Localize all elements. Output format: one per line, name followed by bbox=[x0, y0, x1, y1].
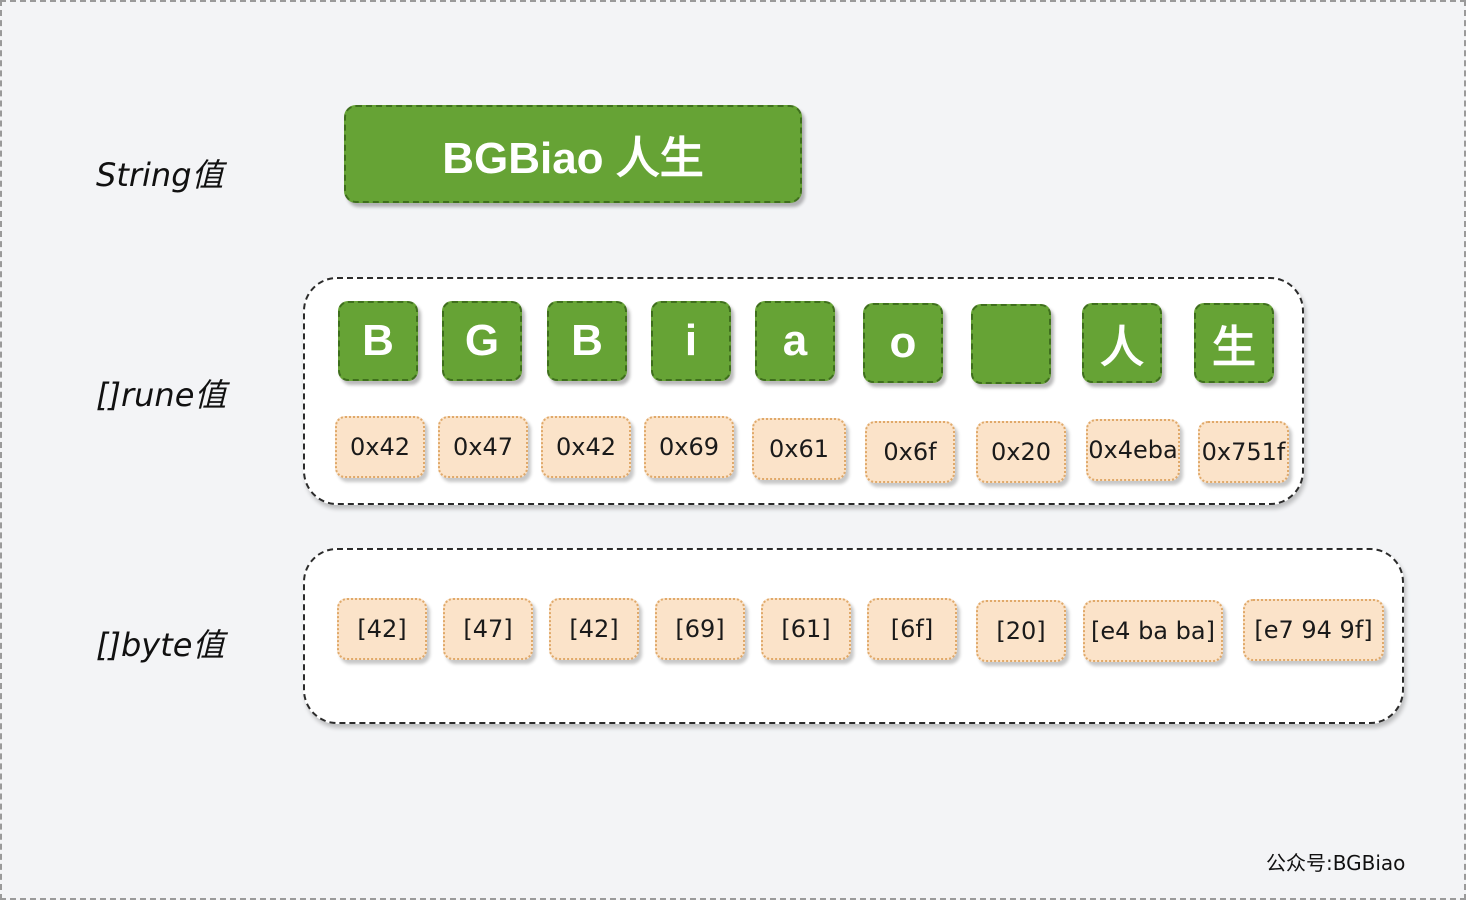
rune-code-cell: 0x20 bbox=[976, 421, 1066, 483]
string-row-label: String值 bbox=[96, 156, 224, 194]
rune-code-cell: 0x4eba bbox=[1086, 419, 1180, 481]
byte-cell: [61] bbox=[761, 598, 851, 660]
byte-cell: [42] bbox=[337, 598, 427, 660]
byte-cell: [6f] bbox=[867, 598, 957, 660]
byte-cell: [e4 ba ba] bbox=[1083, 600, 1223, 662]
byte-row-label: []byte值 bbox=[96, 626, 225, 664]
rune-row-label: []rune值 bbox=[96, 376, 227, 414]
byte-cell: [e7 94 9f] bbox=[1243, 599, 1384, 661]
byte-cell: [47] bbox=[443, 598, 533, 660]
rune-code-cell: 0x6f bbox=[865, 421, 955, 483]
byte-cell: [69] bbox=[655, 598, 745, 660]
rune-char-cell: a bbox=[755, 301, 835, 381]
byte-cell: [42] bbox=[549, 598, 639, 660]
rune-char-cell: B bbox=[338, 301, 418, 381]
rune-char-cell: B bbox=[547, 301, 627, 381]
rune-code-cell: 0x751f bbox=[1198, 421, 1289, 483]
watermark-text: 公众号:BGBiao bbox=[1266, 851, 1406, 875]
rune-code-cell: 0x42 bbox=[541, 416, 631, 478]
rune-char-cell: 生 bbox=[1194, 303, 1274, 383]
byte-cell: [20] bbox=[976, 600, 1066, 662]
rune-code-cell: 0x42 bbox=[335, 416, 425, 478]
rune-char-cell: 人 bbox=[1082, 303, 1162, 383]
rune-char-cell: o bbox=[863, 303, 943, 383]
rune-char-cell: i bbox=[651, 301, 731, 381]
rune-char-cell: G bbox=[442, 301, 522, 381]
rune-code-cell: 0x47 bbox=[438, 416, 528, 478]
rune-code-cell: 0x69 bbox=[644, 416, 734, 478]
rune-char-cell bbox=[971, 304, 1051, 384]
rune-code-cell: 0x61 bbox=[752, 418, 846, 480]
string-value-box: BGBiao 人生 bbox=[344, 105, 802, 203]
